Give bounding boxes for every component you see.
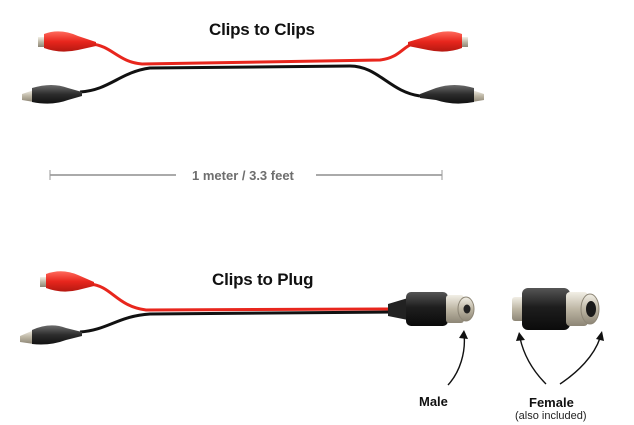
measurement-line xyxy=(49,170,443,180)
female-label: Female xyxy=(529,395,574,410)
female-right-arrow-icon xyxy=(559,337,601,385)
black-clip-icon xyxy=(20,325,82,345)
black-clip-right-icon xyxy=(420,85,484,104)
length-label: 1 meter / 3.3 feet xyxy=(188,168,298,183)
female-left-arrow-icon xyxy=(519,337,547,385)
male-plug-icon xyxy=(388,292,475,326)
male-arrow-icon xyxy=(447,333,466,386)
clips-to-clips-cable xyxy=(22,31,484,104)
red-clip-left-icon xyxy=(38,31,96,52)
clips-to-plug-title: Clips to Plug xyxy=(212,270,314,289)
male-label: Male xyxy=(419,394,448,409)
black-clip-left-icon xyxy=(22,85,82,104)
red-clip-right-icon xyxy=(408,31,468,52)
red-clip-icon xyxy=(40,271,94,292)
clips-to-clips-title: Clips to Clips xyxy=(209,20,315,39)
clips-to-plug-cable xyxy=(20,271,600,345)
arrows xyxy=(447,330,604,386)
female-plug-icon xyxy=(512,288,600,330)
female-note: (also included) xyxy=(515,410,587,422)
